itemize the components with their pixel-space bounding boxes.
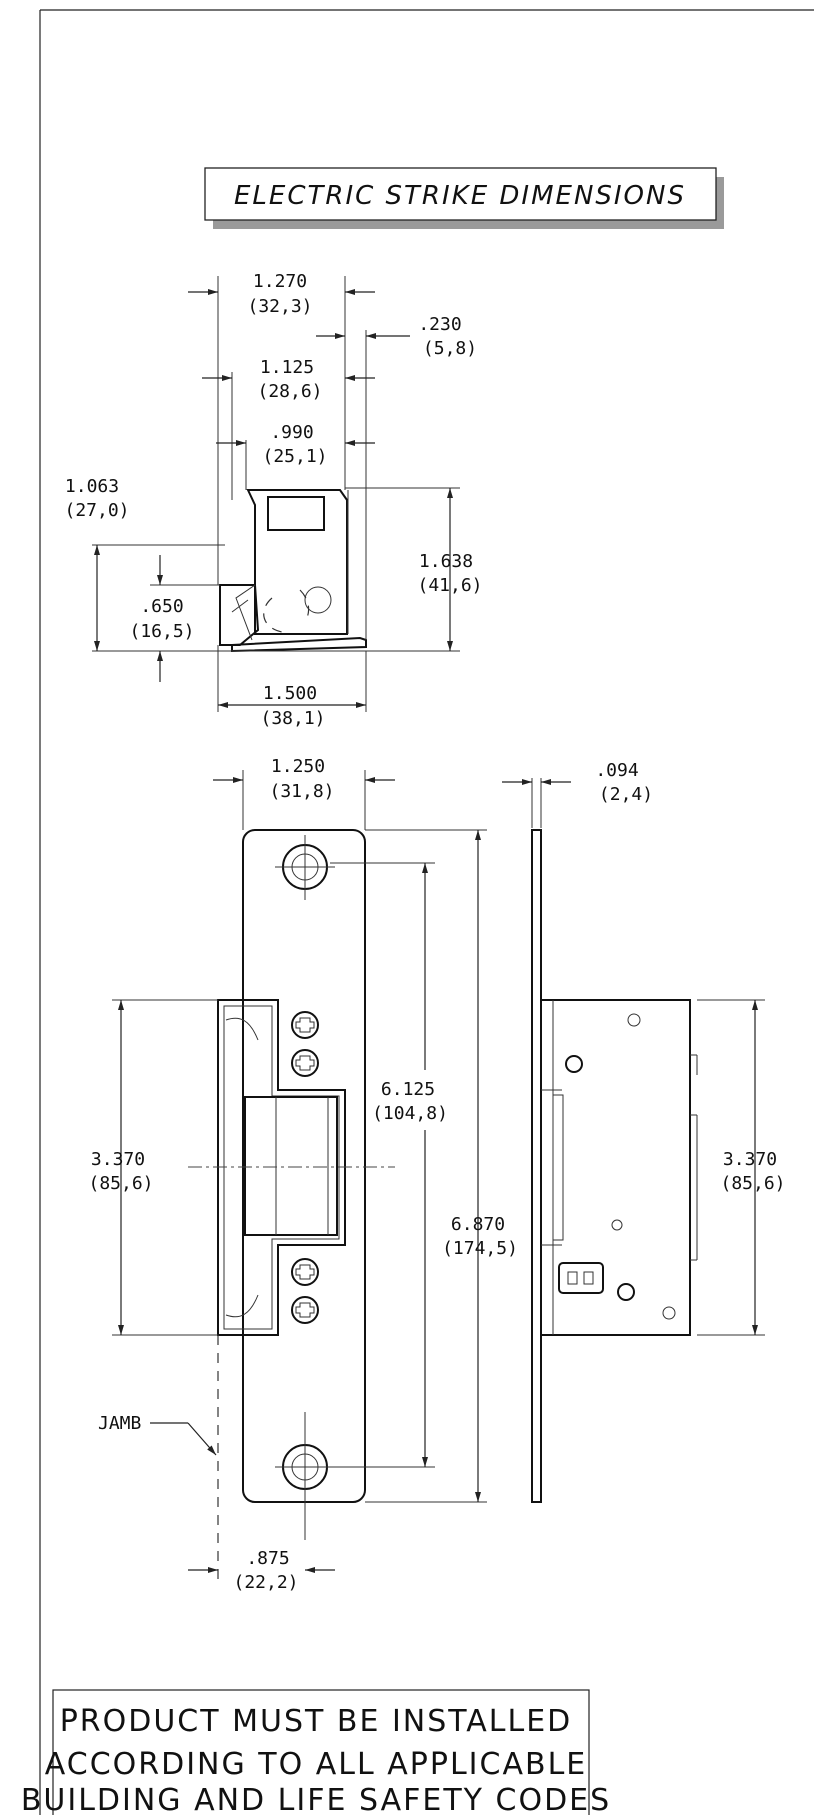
- front-view: 1.250 (31,8) 3.370 (85,6) 6.125 (104,8) …: [88, 756, 517, 1593]
- dim-1250-mm: (31,8): [269, 781, 334, 802]
- side-view: .094 (2,4) 3.370 (85,6): [502, 760, 786, 1503]
- note-line-1: PRODUCT MUST BE INSTALLED: [60, 1704, 573, 1739]
- dim-1270: 1.270: [253, 271, 307, 292]
- dim-6870: 6.870: [451, 1214, 505, 1235]
- screw-3: [291, 1258, 319, 1286]
- mounting-hole-top: [275, 835, 335, 900]
- dim-3370-right: 3.370: [723, 1149, 777, 1170]
- dim-1500: 1.500: [263, 683, 317, 704]
- page-title: ELECTRIC STRIKE DIMENSIONS: [234, 181, 686, 211]
- dim-3370-left-mm: (85,6): [88, 1173, 153, 1194]
- note-line-2: ACCORDING TO ALL APPLICABLE: [45, 1747, 587, 1782]
- screw-4: [291, 1296, 319, 1324]
- mounting-hole-bottom: [275, 1412, 335, 1540]
- dim-6125: 6.125: [381, 1079, 435, 1100]
- dim-875-mm: (22,2): [233, 1572, 298, 1593]
- dim-094-mm: (2,4): [599, 784, 653, 805]
- dim-230-mm: (5,8): [423, 338, 477, 359]
- strike-body-top: [219, 489, 367, 653]
- keeper: [244, 1096, 338, 1236]
- dim-6870-mm: (174,5): [442, 1238, 518, 1259]
- title-block: ELECTRIC STRIKE DIMENSIONS: [204, 167, 724, 229]
- side-faceplate: [531, 829, 542, 1503]
- screw-2: [291, 1049, 319, 1077]
- dim-875: .875: [246, 1548, 289, 1569]
- dim-3370-right-mm: (85,6): [720, 1173, 785, 1194]
- dim-230: .230: [418, 314, 461, 335]
- dim-650: .650: [140, 596, 183, 617]
- dim-990: .990: [270, 422, 313, 443]
- installation-note: PRODUCT MUST BE INSTALLED ACCORDING TO A…: [21, 1689, 611, 1815]
- dim-1125: 1.125: [260, 357, 314, 378]
- screw-1: [291, 1011, 319, 1039]
- note-line-3: BUILDING AND LIFE SAFETY CODES: [21, 1783, 611, 1815]
- dim-1063: 1.063: [65, 476, 119, 497]
- dim-990-mm: (25,1): [262, 446, 327, 467]
- connector-terminal: [558, 1262, 604, 1294]
- jamb-label: JAMB: [98, 1413, 141, 1434]
- dim-1063-mm: (27,0): [64, 500, 129, 521]
- dim-1500-mm: (38,1): [260, 708, 325, 729]
- sheet-border: [39, 9, 814, 1815]
- dim-094: .094: [595, 760, 638, 781]
- dim-1125-mm: (28,6): [257, 381, 322, 402]
- dim-1250: 1.250: [271, 756, 325, 777]
- dim-650-mm: (16,5): [129, 621, 194, 642]
- dim-1270-mm: (32,3): [247, 296, 312, 317]
- dim-1638-mm: (41,6): [417, 575, 482, 596]
- dim-6125-mm: (104,8): [372, 1103, 448, 1124]
- dim-1638: 1.638: [419, 551, 473, 572]
- faceplate: [242, 829, 366, 1503]
- dim-3370-left: 3.370: [91, 1149, 145, 1170]
- top-view: 1.270 (32,3) .230 (5,8) 1.125 (28,6) .99…: [64, 271, 482, 729]
